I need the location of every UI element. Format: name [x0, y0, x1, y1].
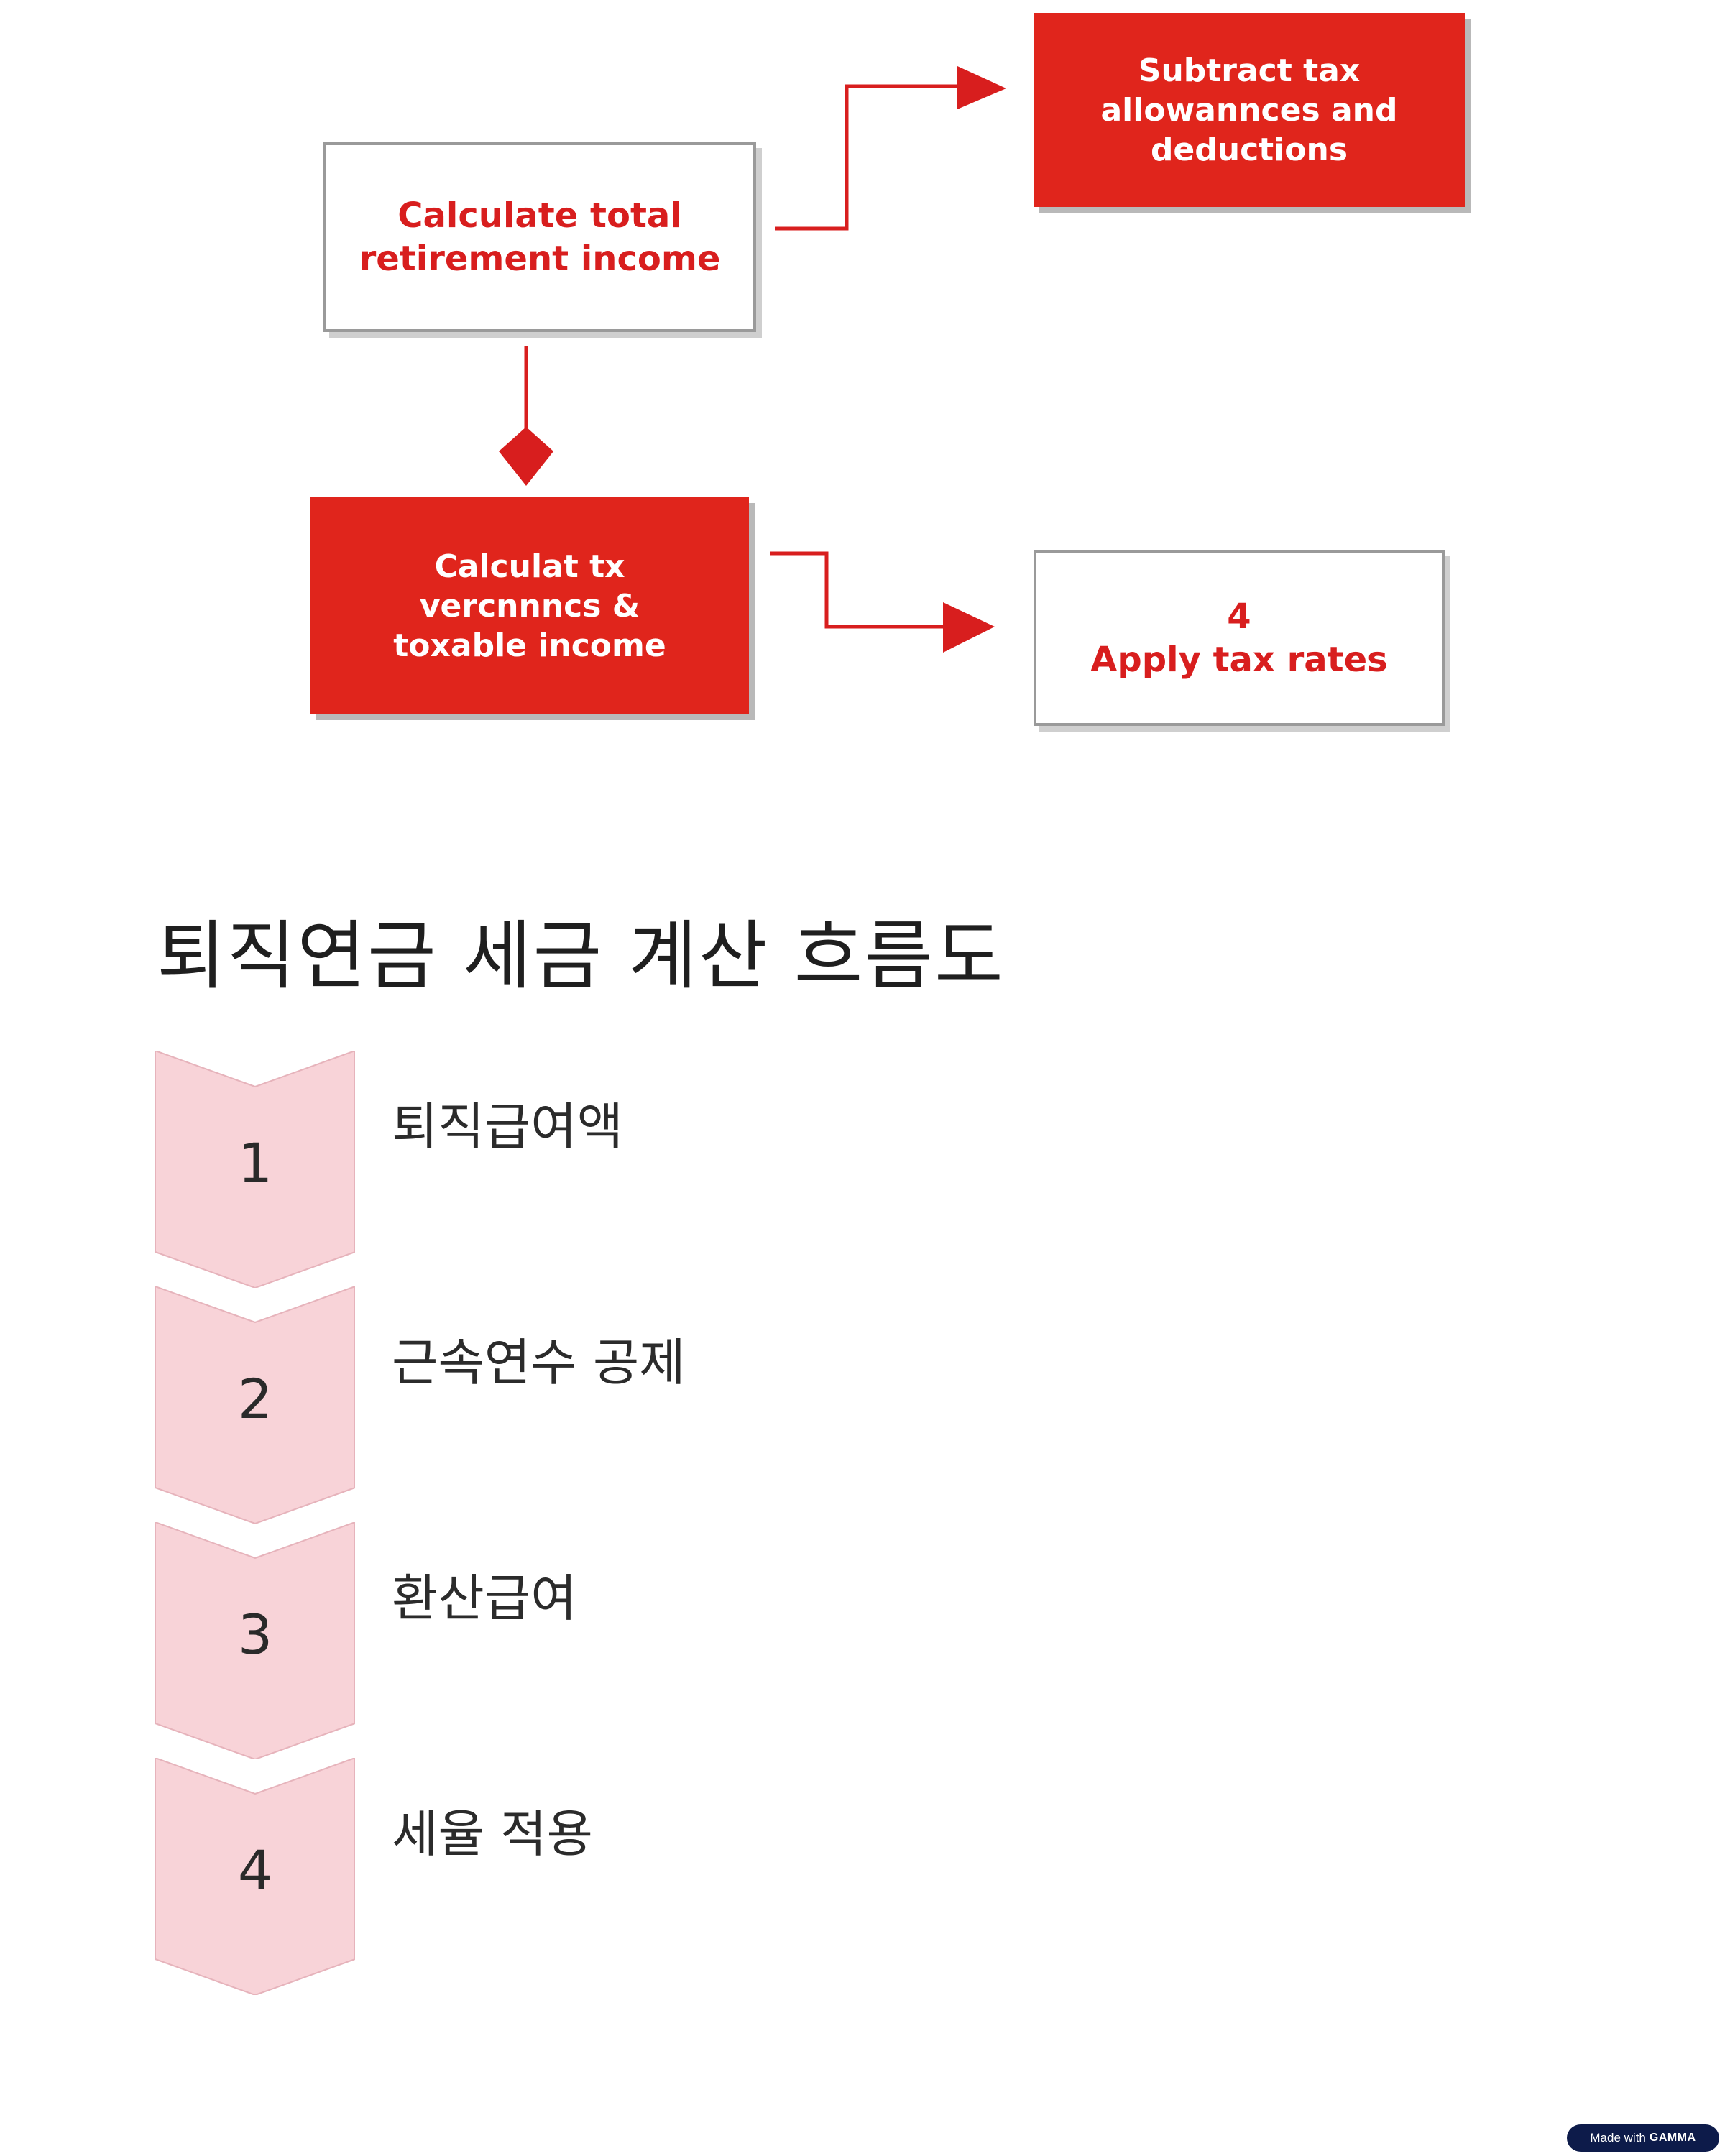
subtract-line3: deductions: [1150, 131, 1348, 168]
apply-tax-label: Apply tax rates: [1090, 640, 1388, 680]
apply-tax-rates-box: 4 Apply tax rates: [1034, 550, 1445, 726]
step-label: 세율 적용: [392, 1805, 593, 1864]
arrowhead-to-apply: [943, 602, 995, 653]
step-number: 4: [237, 1838, 273, 1902]
subtract-line2: allowannces and: [1100, 91, 1398, 129]
step-chevron: 1: [155, 1051, 355, 1288]
calculate-tax-line3: toxable income: [393, 627, 666, 664]
apply-tax-number: 4: [1227, 596, 1251, 637]
step-number: 3: [237, 1603, 273, 1667]
flowchart-figure: Calculate total retirement income Subtra…: [0, 0, 1725, 776]
chevron-shape: [155, 1522, 355, 1759]
arrowhead-to-subtract: [957, 66, 1006, 109]
step-number: 1: [237, 1131, 273, 1195]
arrow-down-diamond: [499, 427, 553, 486]
calculate-tax-line2: vercnnncs &: [419, 587, 640, 625]
step-chevron: 4: [155, 1758, 355, 1995]
chevron-shape: [155, 1758, 355, 1995]
made-with-gamma-badge[interactable]: Made with GAMMA: [1567, 2124, 1719, 2152]
subtract-allowances-box: Subtract tax allowannces and deductions: [1034, 13, 1465, 207]
calculate-total-box: Calculate total retirement income: [323, 142, 756, 332]
calculate-total-line1: Calculate total: [397, 195, 682, 236]
badge-prefix: Made with: [1590, 2131, 1646, 2145]
calculate-tax-box: Calculat tx vercnnncs & toxable income: [310, 497, 749, 714]
step-label: 환산급여: [392, 1569, 577, 1628]
arrow-to-apply: [770, 551, 950, 629]
step-number: 2: [237, 1367, 273, 1431]
arrow-to-subtract: [775, 84, 967, 231]
chevron-shape: [155, 1286, 355, 1524]
step-chevron: 2: [155, 1286, 355, 1524]
calculate-total-line2: retirement income: [359, 239, 721, 279]
step-label: 근속연수 공제: [392, 1333, 686, 1392]
page-title: 퇴직연금 세금 계산 흐름도: [157, 912, 1005, 1000]
calculate-tax-line1: Calculat tx: [434, 548, 625, 585]
step-chevron: 3: [155, 1522, 355, 1759]
gamma-logo: GAMMA: [1649, 2132, 1696, 2144]
chevron-shape: [155, 1051, 355, 1288]
step-label: 퇴직급여액: [392, 1097, 623, 1156]
subtract-line1: Subtract tax: [1138, 52, 1361, 89]
flowchart-connectors: [499, 66, 1006, 653]
